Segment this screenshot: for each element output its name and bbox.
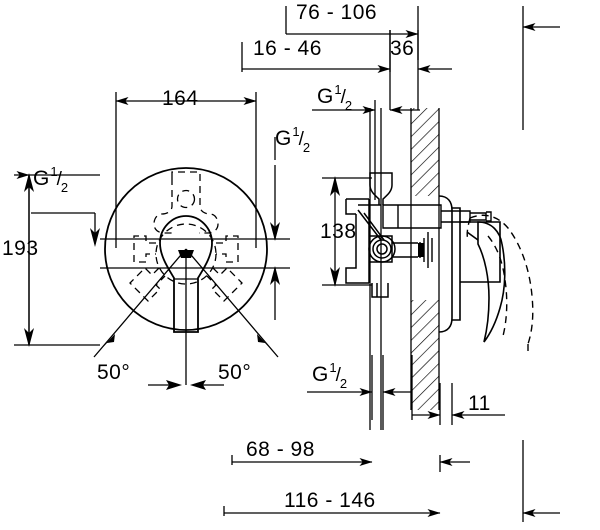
cartridge-bolt-upper [382,204,492,229]
g-denominator: 2 [302,140,311,156]
handle-side-profile [460,221,506,343]
dim-68-98 [231,455,470,472]
g-denominator: 2 [339,376,348,392]
g-letter: G [33,167,50,190]
g-numerator: 1 [334,82,342,97]
dim-116-146 [223,440,560,522]
dim-outer-right-top [522,6,560,130]
angle-arrow-right [257,334,273,351]
g-slash: / [335,365,341,386]
drawing-linework [14,6,560,522]
dim-label-164: 164 [162,87,199,110]
wall-section [410,108,440,410]
g-letter: G [275,127,292,150]
label-g-half-front-mid: G1/2 [275,124,311,156]
front-view [93,167,279,390]
angle-arrow-left [99,334,115,351]
dim-164 [115,92,257,248]
dim-label-116-146: 116 - 146 [284,489,376,512]
dim-label-16-46: 16 - 46 [253,37,322,60]
dim-11 [412,383,505,425]
callout-g-half-side-top [312,100,420,200]
dim-label-11: 11 [468,392,491,415]
g-slash: / [298,129,304,150]
g-slash: / [56,169,62,190]
angle-line-left [93,248,187,358]
g-letter: G [312,363,329,386]
g-denominator: 2 [344,98,353,114]
dim-label-36: 36 [390,37,415,60]
callout-g-half-front-left [31,212,100,247]
g-numerator: 1 [292,124,300,139]
dim-front-right-arrows [270,165,280,320]
front-outlet-rails [100,238,290,269]
dim-193 [14,171,100,347]
dim-36 [389,30,452,110]
label-g-half-side-bottom: G1/2 [312,360,348,392]
angle-line-right [185,248,279,358]
dim-label-76-106: 76 - 106 [296,1,378,24]
g-letter: G [317,85,334,108]
g-denominator: 2 [60,180,69,196]
g-slash: / [340,87,346,108]
dim-label-68-98: 68 - 98 [246,438,315,461]
dim-label-angle-right: 50° [218,361,252,384]
dim-label-193: 193 [2,237,39,260]
label-g-half-side-top: G1/2 [317,82,353,114]
side-view [345,108,534,430]
hidden-internal-outline [129,171,243,302]
dim-138 [322,176,372,287]
sealing-flange [392,232,433,268]
label-g-half-front-left: G1/2 [33,164,69,196]
dim-label-angle-left: 50° [97,361,131,384]
dim-label-138: 138 [320,220,357,243]
g-numerator: 1 [329,360,337,375]
lever-swing-arc [466,214,534,352]
g-numerator: 1 [50,164,58,179]
callout-g-half-side-bottom [307,355,413,430]
valve-body [345,172,396,298]
escutcheon-plate [438,195,461,333]
